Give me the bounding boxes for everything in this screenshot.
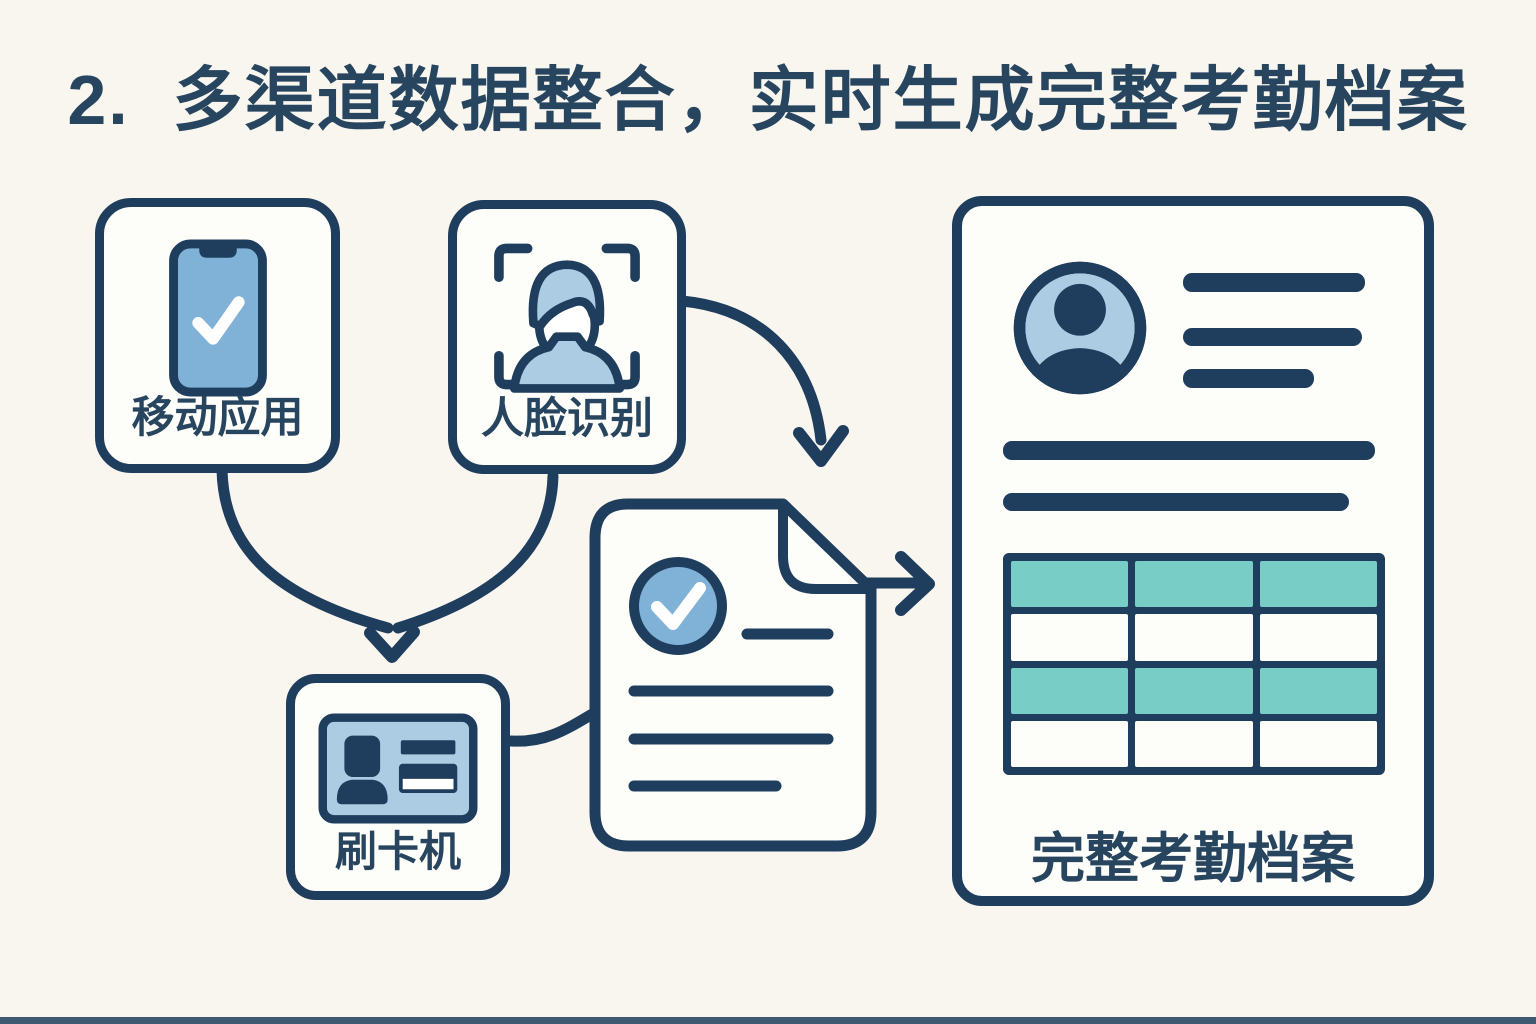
id-card-icon	[318, 713, 478, 824]
node-label-attendance-archive: 完整考勤档案	[1031, 829, 1355, 889]
table-cell	[1011, 614, 1129, 661]
bottom-border-strip	[0, 1017, 1536, 1024]
profile-text-line	[1183, 328, 1362, 346]
table-cell	[1011, 561, 1129, 608]
node-card-reader: 刷卡机	[286, 674, 510, 900]
table-cell	[1135, 561, 1253, 608]
table-cell	[1259, 614, 1377, 661]
phone-check-icon	[168, 239, 267, 397]
document-fold-corner	[778, 499, 876, 594]
face-scan-icon	[494, 243, 640, 393]
table-cell	[1135, 667, 1253, 714]
record-text-line	[1003, 493, 1349, 511]
table-cell	[1135, 614, 1253, 661]
document-check-circle	[629, 557, 727, 655]
edge-mobile-to-cardreader	[216, 464, 394, 634]
table-cell	[1135, 720, 1253, 767]
arrowhead-right-archive	[895, 551, 935, 616]
table-cell	[1259, 561, 1377, 608]
arrowhead-down-cardreader	[364, 626, 420, 663]
record-text-line	[1003, 441, 1375, 460]
node-label-card-reader: 刷卡机	[334, 828, 461, 875]
document-outline	[589, 498, 877, 852]
edge-face-to-cardreader	[392, 470, 559, 634]
node-label-face-recognition: 人脸识别	[481, 395, 653, 443]
profile-text-line	[1183, 369, 1314, 388]
table-cell	[1011, 720, 1129, 767]
table-cell	[1259, 667, 1377, 714]
page-title: 2. 多渠道数据整合，实时生成完整考勤档案	[67, 61, 1469, 139]
edge-face-to-document	[676, 295, 827, 446]
attendance-table	[1003, 553, 1385, 775]
document-check-icon	[589, 498, 877, 852]
profile-text-line	[1183, 273, 1365, 292]
profile-avatar-icon	[1013, 261, 1147, 395]
node-mobile-app: 移动应用	[95, 198, 340, 473]
node-label-mobile-app: 移动应用	[131, 394, 304, 442]
document-check-mark	[651, 582, 706, 630]
table-cell	[1011, 667, 1129, 714]
node-attendance-archive: 完整考勤档案	[952, 196, 1434, 906]
arrowhead-down-document	[793, 425, 849, 467]
table-cell	[1259, 720, 1377, 767]
node-face-recognition: 人脸识别	[448, 200, 686, 474]
edge-cardreader-to-document	[505, 707, 600, 747]
